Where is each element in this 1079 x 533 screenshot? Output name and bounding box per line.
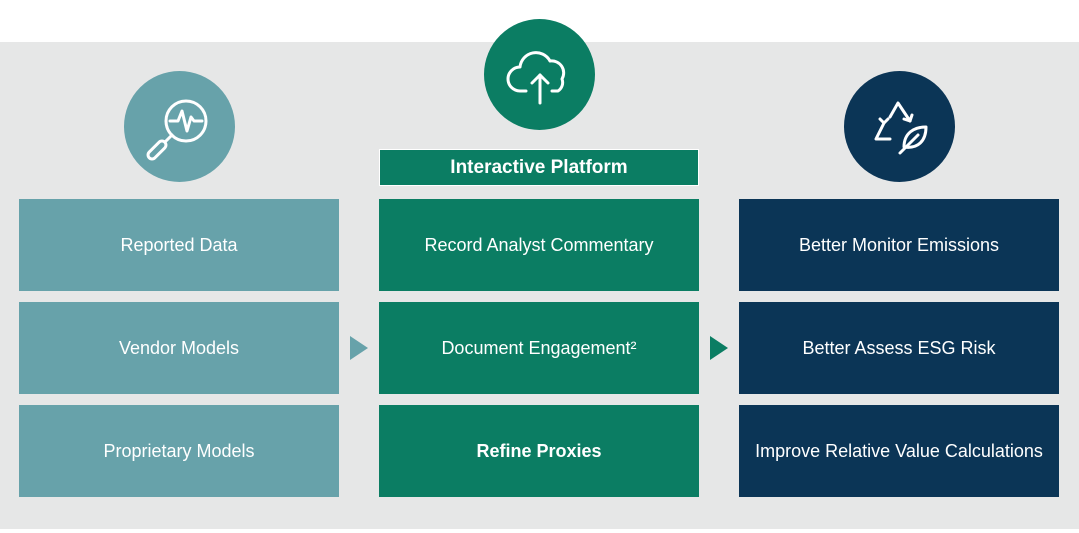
input-box-proprietary-models: Proprietary Models (19, 405, 339, 497)
arrow-right-icon (350, 336, 368, 360)
platform-box-document-engagement: Document Engagement² (379, 302, 699, 394)
platform-box-refine-proxies: Refine Proxies (379, 405, 699, 497)
interactive-platform-header: Interactive Platform (379, 149, 699, 186)
outcome-box-assess-esg-risk: Better Assess ESG Risk (739, 302, 1059, 394)
input-box-reported-data: Reported Data (19, 199, 339, 291)
arrow-right-icon (710, 336, 728, 360)
recycle-leaf-icon (844, 71, 955, 182)
cloud-upload-icon (484, 19, 595, 130)
outcome-box-relative-value: Improve Relative Value Calculations (739, 405, 1059, 497)
input-box-vendor-models: Vendor Models (19, 302, 339, 394)
outcome-box-monitor-emissions: Better Monitor Emissions (739, 199, 1059, 291)
platform-box-record-commentary: Record Analyst Commentary (379, 199, 699, 291)
magnifier-pulse-icon (124, 71, 235, 182)
